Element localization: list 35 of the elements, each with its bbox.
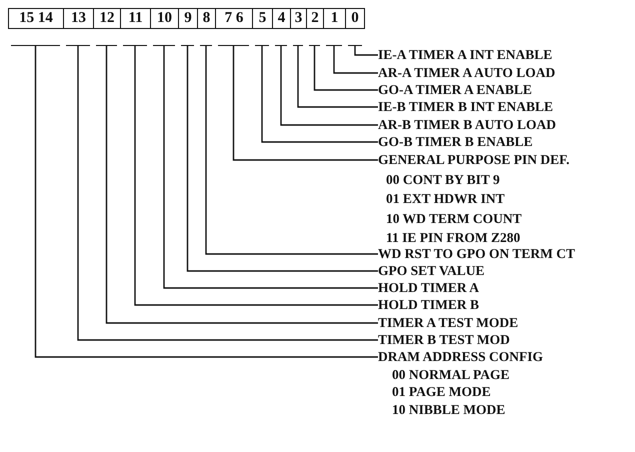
bit-description: IE-B TIMER B INT ENABLE (378, 98, 554, 116)
bit-description: HOLD TIMER B (378, 296, 480, 314)
bit-number: 8 (197, 8, 215, 29)
bit-description: IE-A TIMER A INT ENABLE (378, 46, 552, 64)
bit-description: WD RST TO GPO ON TERM CT (378, 245, 576, 262)
bit-number: 11 (120, 8, 150, 29)
bit-description: GO-B TIMER B ENABLE (378, 133, 533, 150)
option-value: 10 NIBBLE MODE (391, 400, 506, 418)
bit-number: 3 (290, 8, 306, 29)
bit-number: 13 (63, 8, 93, 29)
bit-number: 1 (323, 8, 345, 29)
bit-number: 15 14 (8, 8, 63, 29)
bit-number: 2 (306, 8, 323, 29)
option-value: 00 CONT BY BIT 9 (385, 170, 501, 188)
bit-number: 10 (150, 8, 178, 29)
bit-number: 5 (252, 8, 272, 29)
bit-description: GPO SET VALUE (378, 262, 485, 280)
option-value: 01 PAGE MODE (391, 383, 492, 400)
bit-number: 4 (272, 8, 290, 29)
option-value: 00 NORMAL PAGE (391, 366, 510, 383)
bit-description: TIMER A TEST MODE (378, 314, 518, 332)
bit-description: DRAM ADDRESS CONFIG (378, 348, 544, 366)
option-value: 01 EXT HDWR INT (385, 190, 506, 208)
bit-number: 0 (345, 8, 365, 29)
bit-number: 12 (93, 8, 120, 29)
bit-number: 7 6 (215, 8, 252, 29)
bit-description: AR-B TIMER B AUTO LOAD (378, 116, 556, 134)
bit-description: GO-A TIMER A ENABLE (378, 81, 532, 98)
option-value: 11 IE PIN FROM Z280 (385, 229, 522, 246)
bit-description: HOLD TIMER A (378, 279, 480, 296)
bit-description: AR-A TIMER A AUTO LOAD (378, 64, 556, 82)
bit-number: 9 (178, 8, 197, 29)
option-value: 10 WD TERM COUNT (385, 210, 523, 227)
bit-description: GENERAL PURPOSE PIN DEF. (378, 151, 570, 168)
bit-description: TIMER B TEST MOD (378, 331, 510, 348)
